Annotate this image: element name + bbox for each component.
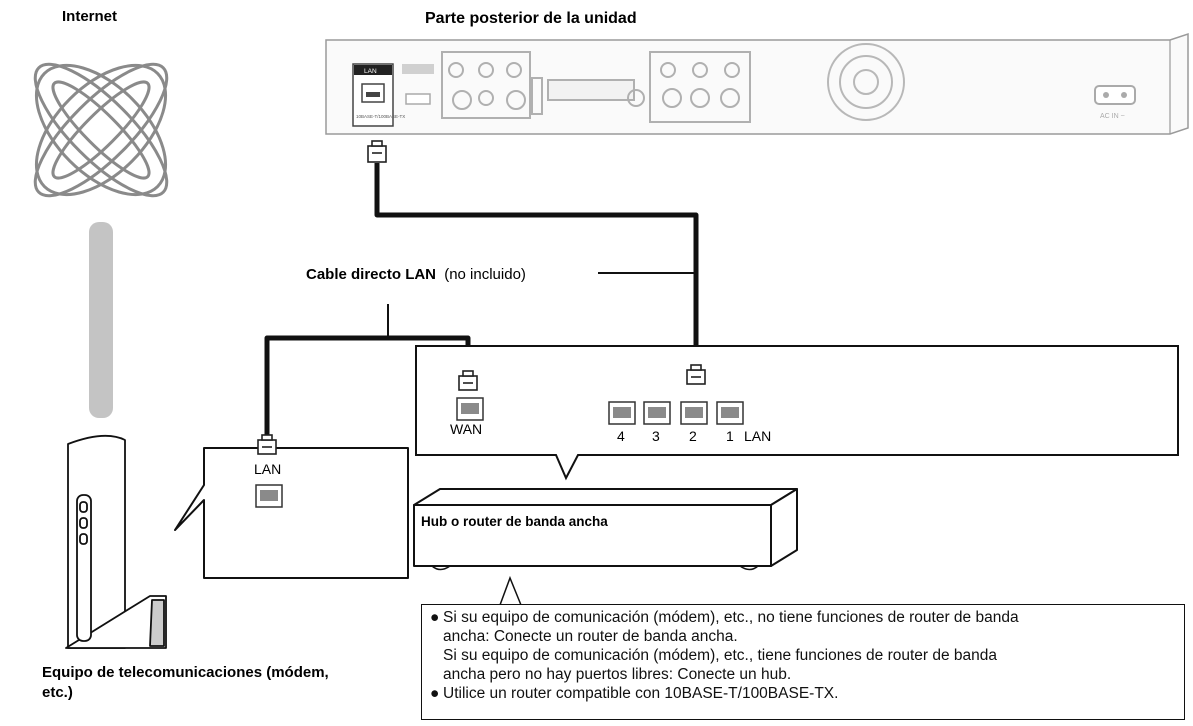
cable-label: Cable directo LAN (no incluido) (306, 266, 526, 283)
modem-lan-label: LAN (254, 461, 281, 477)
lan-plug-icon (367, 140, 387, 163)
notes-pointer (499, 575, 522, 606)
router-callout (415, 345, 1179, 481)
notes-box: ●Si su equipo de comunicación (módem), e… (421, 604, 1185, 720)
note-line-3: Si su equipo de comunicación (módem), et… (443, 647, 998, 664)
note-line-2: ancha: Conecte un router de banda ancha. (443, 628, 738, 645)
lan-plug-icon (257, 434, 277, 455)
router-lan-port-icon (608, 401, 636, 425)
router-lan-label: LAN (744, 428, 771, 444)
unit-lan-sublabel: 10BASE-T/100BASE-TX (356, 114, 405, 119)
router-label: Hub o router de banda ancha (421, 514, 608, 529)
note-line-4: ancha pero no hay puertos libres: Conect… (443, 666, 792, 683)
router-lan-port-icon (643, 401, 671, 425)
router-lan-port-icon (680, 401, 708, 425)
port-label-2: 2 (689, 428, 697, 444)
port-label-3: 3 (652, 428, 660, 444)
unit-lan-label: LAN (364, 68, 377, 75)
modem-lan-port-icon (255, 484, 283, 508)
wan-port-icon (456, 397, 484, 421)
router-box (413, 488, 798, 571)
unit-ac-in-label: AC IN ~ (1100, 113, 1125, 120)
internet-globe-icon (33, 62, 169, 198)
port-label-4: 4 (617, 428, 625, 444)
note-text: Si su equipo de comunicación (módem), et… (443, 609, 1019, 626)
modem-label-line2: etc.) (42, 684, 73, 701)
internet-connection-pole (89, 222, 113, 418)
modem-label-line1: Equipo de telecomunicaciones (módem, (42, 664, 329, 681)
wan-label: WAN (450, 421, 482, 437)
port-label-1: 1 (726, 428, 734, 444)
internet-label: Internet (62, 8, 117, 25)
router-lan-port-icon (716, 401, 744, 425)
lan-plug-icon (458, 370, 478, 391)
lan-plug-icon (686, 364, 706, 385)
unit-back-panel (325, 32, 1189, 135)
bullet-icon: ● (430, 609, 440, 626)
modem-callout (174, 447, 409, 579)
bullet-icon: ● (430, 685, 440, 702)
note-line-1: ●Si su equipo de comunicación (módem), e… (430, 608, 1176, 627)
note-text: Utilice un router compatible con 10BASE-… (443, 685, 839, 702)
note-line-5: ●Utilice un router compatible con 10BASE… (430, 684, 1176, 703)
modem-device (65, 434, 167, 649)
unit-back-title: Parte posterior de la unidad (425, 10, 637, 27)
cable-callout-lines (387, 272, 696, 338)
